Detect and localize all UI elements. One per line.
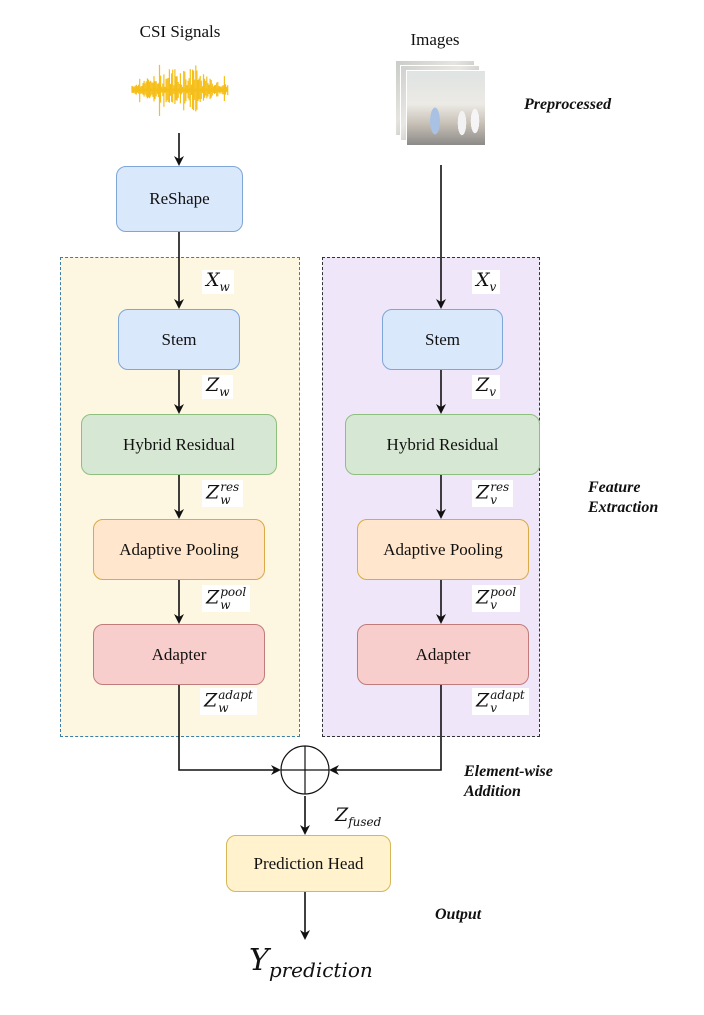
wifi-stem-block: Stem [118,309,240,370]
reshape-label: ReShape [149,189,210,208]
csi-signals-title: CSI Signals [139,22,221,41]
var-x-v: Xv [472,270,501,294]
elementwise-addition-label: Element-wise Addition [464,763,553,800]
var-x-w: Xw [202,270,234,294]
var-z-v: Zv [472,375,500,399]
vision-adaptive-pooling-block: Adaptive Pooling [357,519,529,580]
var-z-w: Zw [202,375,234,399]
block-label: Adapter [151,644,207,664]
block-label: Hybrid Residual [386,434,499,454]
block-label: Adaptive Pooling [119,539,239,559]
var-z-fused: Zfused [335,804,382,829]
preprocessed-label: Preprocessed [524,96,612,113]
vision-hybrid-residual-block: Hybrid Residual [345,414,540,475]
arrow-adapter-v-to-fusion [329,685,442,775]
waveform-icon [131,64,229,116]
circled-plus-icon [280,745,330,795]
feature-extraction-label: Feature Extraction [588,479,659,516]
reshape-block: ReShape [116,166,243,232]
block-label: Adaptive Pooling [383,539,503,559]
arrow-adapter-w-to-fusion [178,685,281,775]
images-title: Images [410,30,460,49]
var-y-prediction: Yprediction [249,943,373,982]
output-label: Output [435,906,482,923]
block-label: Adapter [415,644,471,664]
wifi-adapter-block: Adapter [93,624,265,685]
wifi-adaptive-pooling-block: Adaptive Pooling [93,519,265,580]
image-frame-front [406,70,486,146]
prediction-head-block: Prediction Head [226,835,391,892]
block-label: Hybrid Residual [123,434,235,454]
prediction-head-label: Prediction Head [253,853,364,873]
vision-adapter-block: Adapter [357,624,529,685]
vision-stem-block: Stem [382,309,503,370]
wifi-hybrid-residual-block: Hybrid Residual [81,414,277,475]
block-label: Stem [425,329,460,349]
image-stack-icon [395,60,495,160]
block-label: Stem [161,329,197,349]
